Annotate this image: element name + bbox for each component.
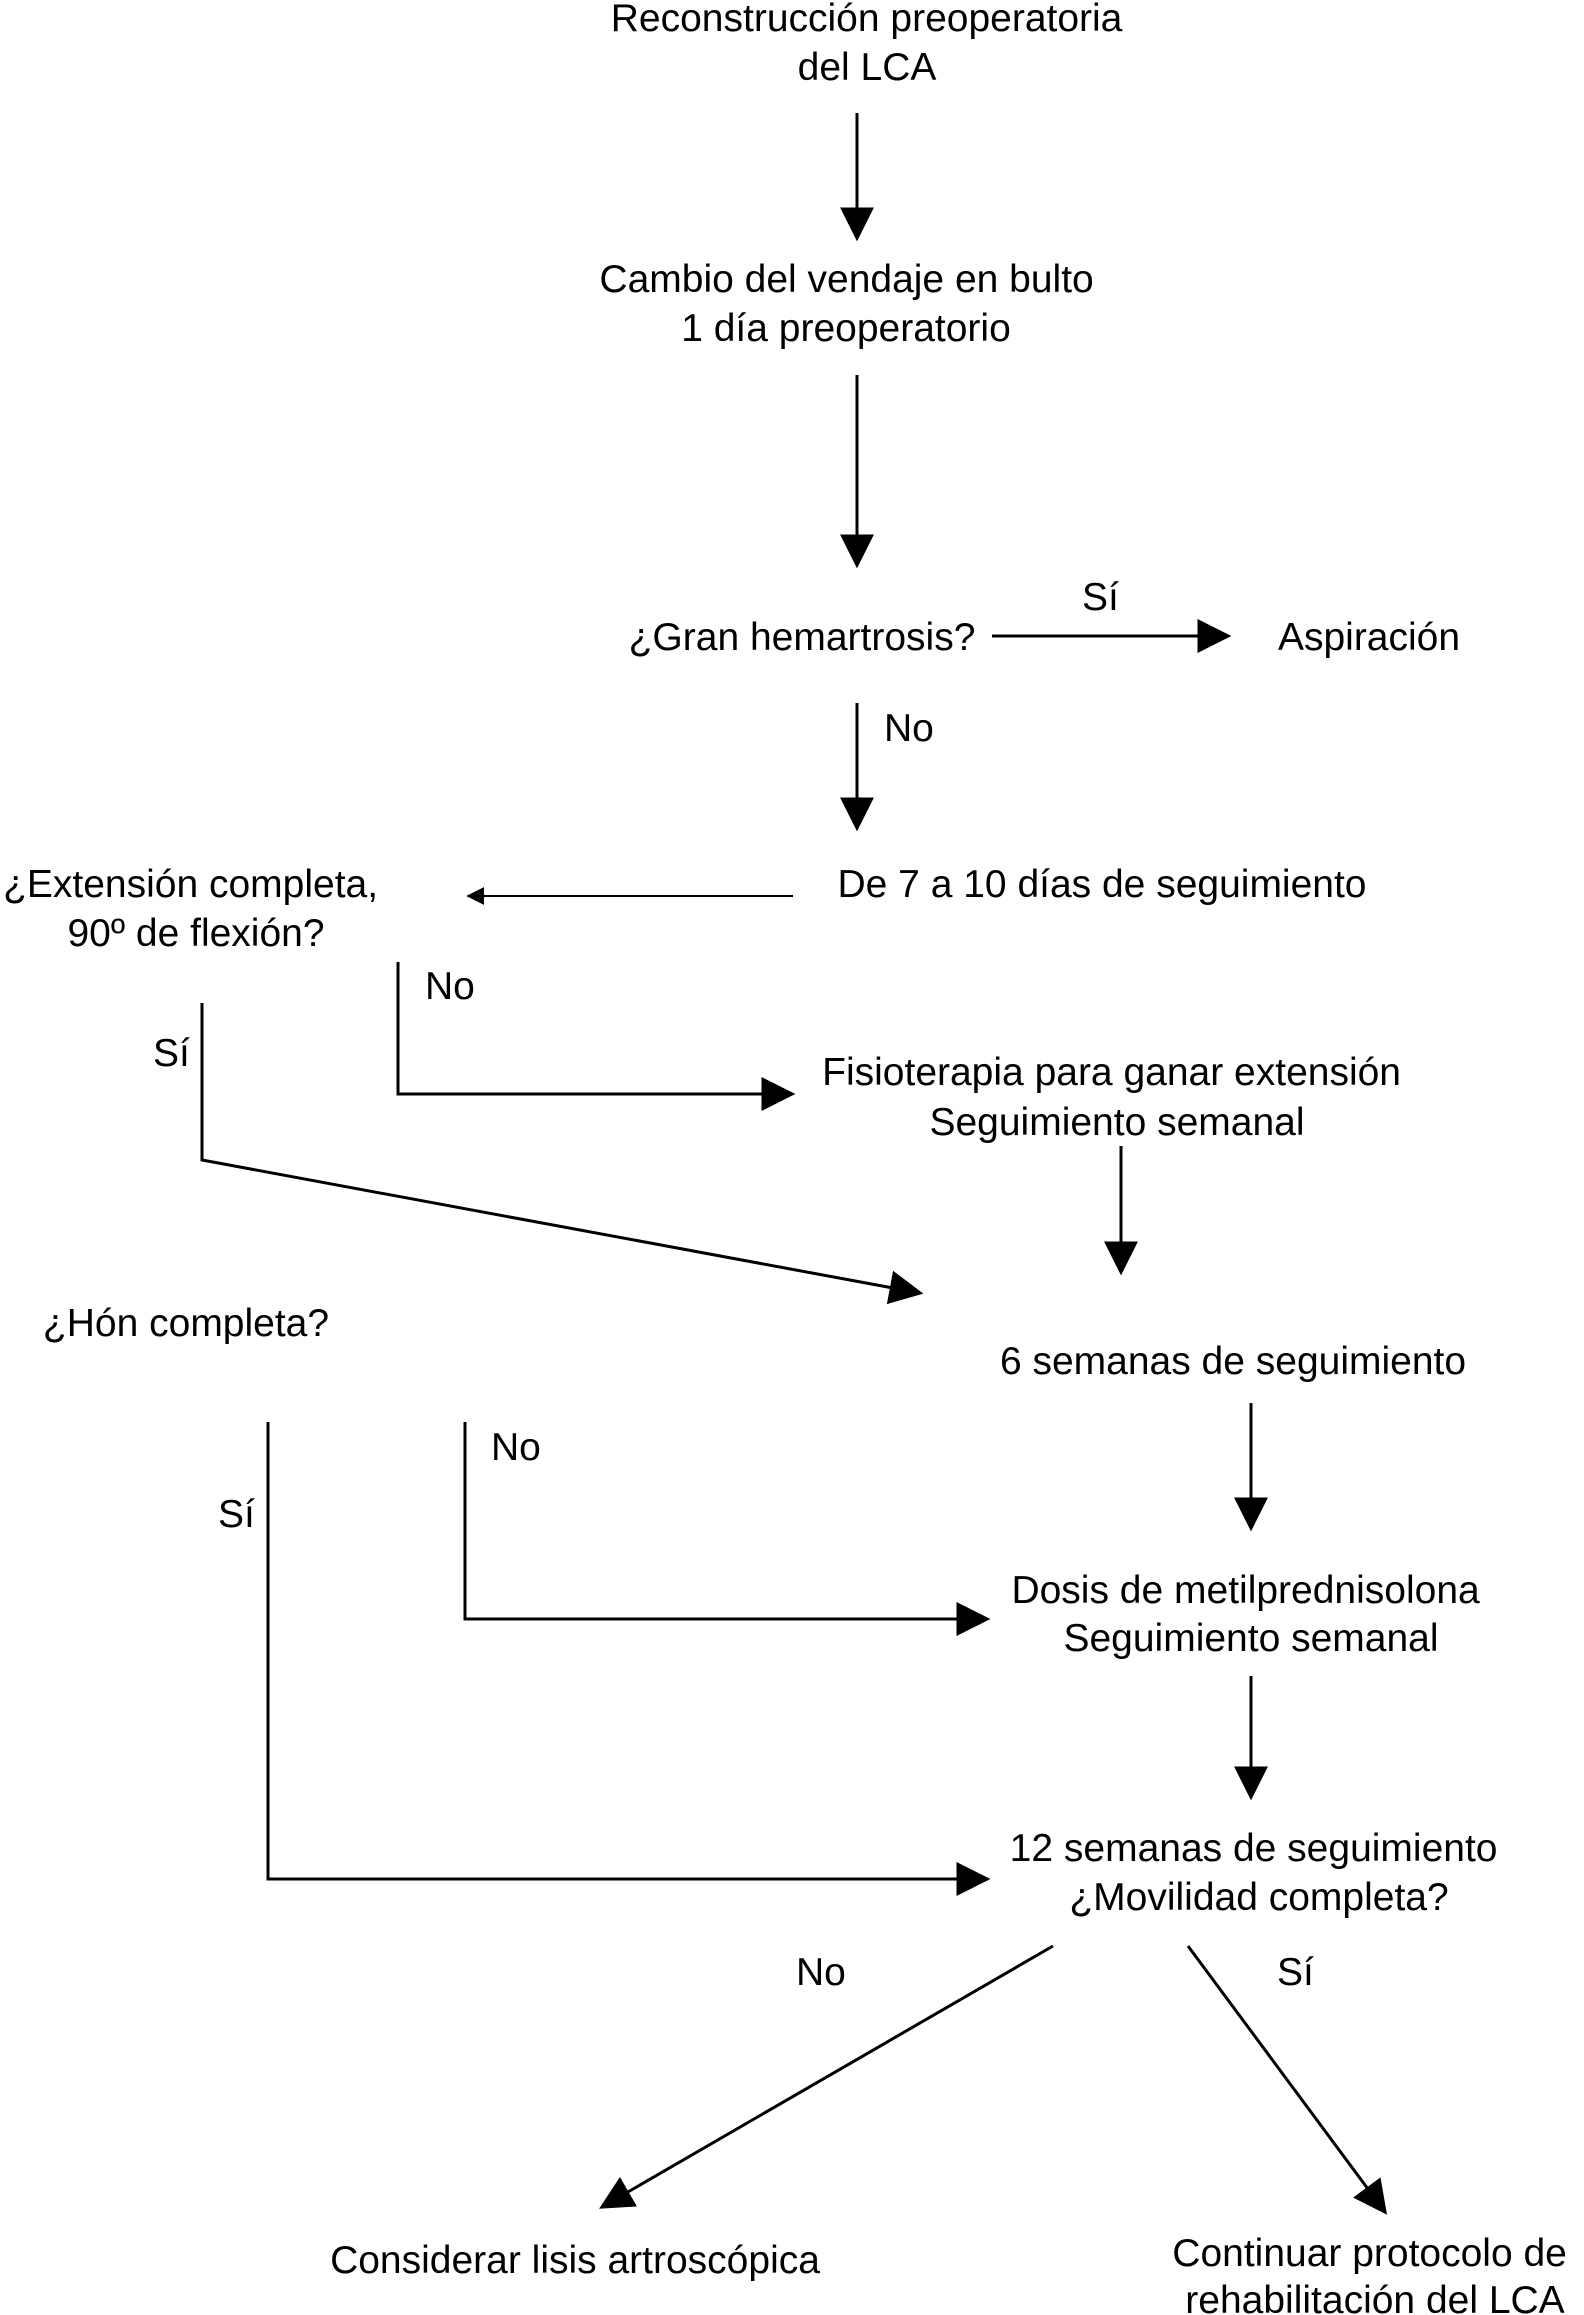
node-lisis: Considerar lisis artroscópica (330, 2239, 820, 2282)
label-movilidad-si: Sí (1277, 1951, 1314, 1994)
node-continuar-line-1: Continuar protocolo de (1172, 2232, 1567, 2275)
node-extension-completa: ¿Extensión completa, 90º de flexión? (3, 863, 389, 955)
node-cambio-vendaje-line-2: 1 día preoperatorio (681, 307, 1011, 350)
nodes: Reconstrucción preoperatoria del LCA Cam… (3, 0, 1577, 2315)
node-continuar: Continuar protocolo de rehabilitación de… (1172, 2232, 1577, 2315)
node-cambio-vendaje-line-1: Cambio del vendaje en bulto (599, 258, 1093, 301)
node-doce-semanas-line-2: ¿Movilidad completa? (1069, 1876, 1448, 1919)
node-gran-hemartrosis-line-1: ¿Gran hemartrosis? (629, 616, 976, 659)
node-reconstruccion-line-2: del LCA (798, 46, 937, 89)
branch-labels: Sí No No Sí No Sí No Sí (153, 576, 1314, 1994)
node-hon-completa-line-1: ¿Hón completa? (43, 1302, 329, 1345)
label-hon-si: Sí (218, 1493, 255, 1536)
node-fisioterapia: Fisioterapia para ganar extensión Seguim… (822, 1051, 1412, 1144)
label-hemartrosis-si: Sí (1082, 576, 1119, 619)
node-doce-semanas: 12 semanas de seguimiento ¿Movilidad com… (1010, 1827, 1509, 1919)
label-hemartrosis-no: No (884, 707, 934, 750)
node-metilprednisolona-line-2: Seguimiento semanal (1063, 1617, 1438, 1660)
node-reconstruccion-line-1: Reconstrucción preoperatoria (611, 0, 1123, 40)
edges (200, 113, 1388, 2215)
node-lisis-line-1: Considerar lisis artroscópica (330, 2239, 820, 2282)
node-continuar-line-2: rehabilitación del LCA (1185, 2279, 1564, 2315)
node-seis-semanas: 6 semanas de seguimiento (1000, 1340, 1466, 1383)
edge-doce-semanas-no-to-lisis (599, 1944, 1054, 2209)
node-reconstruccion: Reconstrucción preoperatoria del LCA (611, 0, 1133, 89)
node-aspiracion: Aspiración (1278, 616, 1460, 659)
label-extension-no: No (425, 965, 475, 1008)
edge-extension-no-to-fisioterapia (396, 962, 796, 1111)
node-seis-semanas-line-1: 6 semanas de seguimiento (1000, 1340, 1466, 1383)
node-seguimiento-7-10-line-1: De 7 a 10 días de seguimiento (837, 863, 1366, 906)
label-extension-si: Sí (153, 1032, 190, 1075)
node-gran-hemartrosis: ¿Gran hemartrosis? (629, 616, 976, 659)
node-fisioterapia-line-1: Fisioterapia para ganar extensión (822, 1051, 1401, 1094)
node-aspiracion-line-1: Aspiración (1278, 616, 1460, 659)
node-metilprednisolona-line-1: Dosis de metilprednisolona (1011, 1569, 1480, 1612)
node-seguimiento-7-10: De 7 a 10 días de seguimiento (837, 863, 1366, 906)
edge-doce-semanas-si-to-continuar (1186, 1945, 1388, 2215)
label-hon-no: No (491, 1426, 541, 1469)
node-hon-completa: ¿Hón completa? (43, 1302, 329, 1345)
edge-hon-si-to-doce-semanas (266, 1422, 991, 1896)
edge-extension-si-to-seis-semanas (200, 1003, 924, 1305)
node-doce-semanas-line-1: 12 semanas de seguimiento (1010, 1827, 1498, 1870)
node-extension-completa-line-1: ¿Extensión completa, (3, 863, 378, 906)
node-metilprednisolona: Dosis de metilprednisolona Seguimiento s… (1011, 1569, 1490, 1660)
node-extension-completa-line-2: 90º de flexión? (67, 912, 324, 955)
node-cambio-vendaje: Cambio del vendaje en bulto 1 día preope… (599, 258, 1104, 350)
node-fisioterapia-line-2: Seguimiento semanal (929, 1101, 1304, 1144)
edge-hon-no-to-metilprednisolona (463, 1422, 991, 1636)
label-movilidad-no: No (796, 1951, 846, 1994)
